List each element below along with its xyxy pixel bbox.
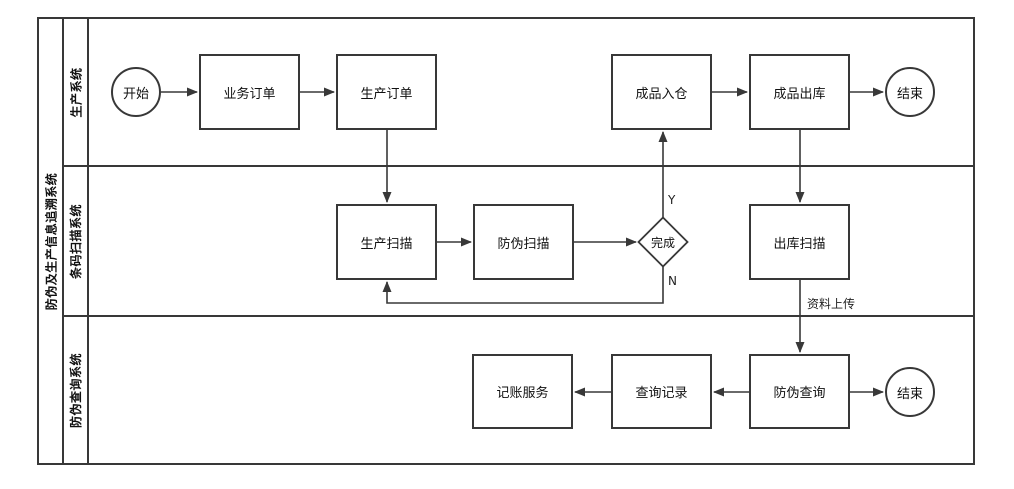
node-antifake-scan[interactable]: 防伪扫描 [473,204,574,280]
lane-title-column: 生产系统 [64,19,89,165]
lane-label-production-system: 生产系统 [69,66,84,118]
edge-label-no: N [668,274,677,288]
node-complete-decision[interactable]: 完成 [637,216,689,268]
lane-label-antifake-query-system: 防伪查询系统 [69,352,84,428]
lane-title-column: 条码扫描系统 [64,167,89,315]
diamond-shape [637,216,689,268]
node-start[interactable]: 开始 [111,67,161,117]
node-finished-out[interactable]: 成品出库 [749,54,850,130]
lane-antifake-query-system: 防伪查询系统 [64,317,973,463]
node-antifake-query[interactable]: 防伪查询 [749,354,850,429]
node-production-scan[interactable]: 生产扫描 [336,204,437,280]
lanes: 生产系统 条码扫描系统 防伪查询系统 [64,19,973,463]
pool-title-column: 防伪及生产信息追溯系统 [39,19,64,463]
decision-label: 完成 [650,235,675,250]
node-finished-in[interactable]: 成品入仓 [611,54,712,130]
node-end-query[interactable]: 结束 [885,367,935,417]
node-end-production[interactable]: 结束 [885,67,935,117]
node-bookkeeping[interactable]: 记账服务 [472,354,573,429]
node-business-order[interactable]: 业务订单 [199,54,300,130]
node-production-order[interactable]: 生产订单 [336,54,437,130]
node-outbound-scan[interactable]: 出库扫描 [749,204,850,280]
edge-label-upload: 资料上传 [807,297,856,311]
edge-label-yes: Y [668,193,676,207]
pool-title: 防伪及生产信息追溯系统 [44,172,59,310]
node-query-record[interactable]: 查询记录 [611,354,712,429]
lane-title-column: 防伪查询系统 [64,317,89,463]
lane-barcode-scan-system: 条码扫描系统 [64,167,973,317]
lane-production-system: 生产系统 [64,19,973,167]
lane-label-barcode-scan-system: 条码扫描系统 [69,203,84,279]
